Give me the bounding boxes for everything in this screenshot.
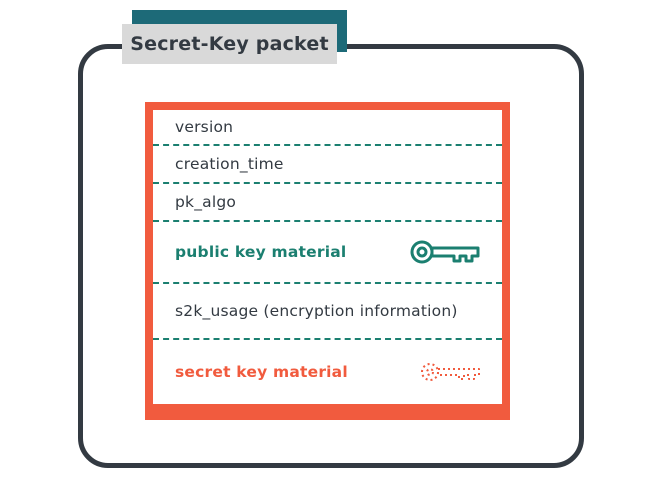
title-group: Secret-Key packet bbox=[122, 10, 347, 64]
solid-key-icon bbox=[408, 235, 484, 269]
packet-row-secret-key-material: secret key material bbox=[153, 340, 502, 404]
field-label-creation-time: creation_time bbox=[175, 155, 284, 173]
packet-row-s2k-usage: s2k_usage (encryption information) bbox=[153, 284, 502, 340]
dotted-key-icon bbox=[418, 358, 484, 386]
field-label-version: version bbox=[175, 118, 234, 136]
secret-key-packet-box: version creation_time pk_algo public key… bbox=[145, 102, 510, 420]
packet-row-pk-algo: pk_algo bbox=[153, 184, 502, 222]
packet-row-public-key-material: public key material bbox=[153, 222, 502, 284]
field-label-pk-algo: pk_algo bbox=[175, 193, 237, 211]
field-label-public-key-material: public key material bbox=[175, 243, 347, 261]
field-label-secret-key-material: secret key material bbox=[175, 363, 348, 381]
field-label-s2k-usage: s2k_usage (encryption information) bbox=[175, 302, 458, 320]
diagram-title: Secret-Key packet bbox=[122, 24, 337, 64]
packet-row-version: version bbox=[153, 110, 502, 146]
packet-row-creation-time: creation_time bbox=[153, 146, 502, 184]
